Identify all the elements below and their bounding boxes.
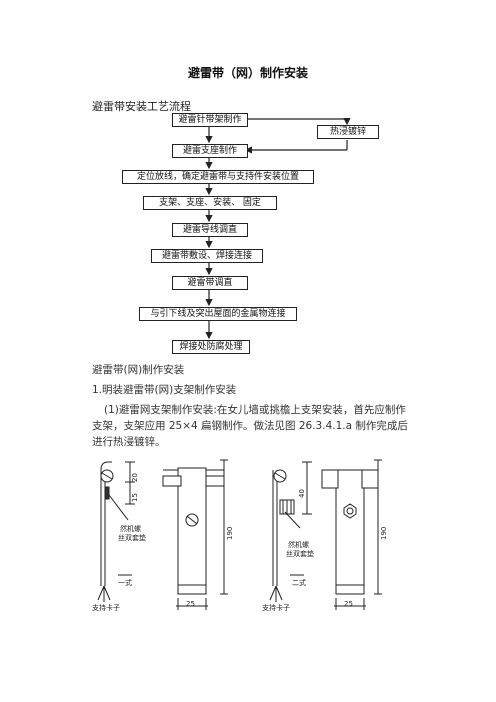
right-bolt-label-2: 丝双套垫 [286, 550, 314, 558]
right-dim-width: 25 [344, 600, 353, 608]
flow-step-4: 支架、支座、安装、 固定 [143, 196, 277, 210]
flow-step-7: 避雷带调直 [172, 276, 248, 290]
flow-step-8: 与引下线及突出屋面的金属物连接 [139, 307, 297, 321]
left-dim-height: 190 [226, 526, 234, 540]
flow-step-3: 定位放线，确定避雷带与支持件安装位置 [122, 170, 314, 184]
right-bolt-label-1: 然机螺 [288, 541, 309, 549]
left-bolt-label-1: 然机螺 [120, 525, 141, 533]
right-dim-top: 40 [298, 489, 306, 498]
flow-step-side: 热浸镀锌 [317, 125, 379, 139]
left-bolt-label-2: 丝双套垫 [118, 534, 146, 542]
body-paragraph: (1)避雷网支架制作安装:在女儿墙或挑檐上支架安装，首先应制作支架，支架应用 2… [92, 404, 408, 448]
right-type-label: 二式 [292, 579, 306, 587]
subheading-1: 避雷带(网)制作安装 [92, 364, 185, 376]
left-dim-width: 25 [186, 600, 195, 608]
right-dim-height: 190 [380, 526, 388, 540]
flow-step-2: 避雷支座制作 [172, 144, 248, 158]
left-dim-mid: 15 [131, 493, 139, 502]
subheading-2: 1.明装避雷带(网)支架制作安装 [92, 384, 237, 396]
page-title: 避雷带（网）制作安装 [187, 66, 308, 80]
section-heading: 避雷带安装工艺流程 [92, 100, 191, 113]
left-dim-top: 20 [131, 473, 139, 482]
flow-step-6: 避雷带敷设、焊接连接 [151, 249, 263, 263]
left-type-label: 一式 [118, 579, 132, 587]
flow-step-1: 避雷针带架制作 [172, 113, 248, 127]
flow-step-5: 避雷导线调直 [172, 223, 248, 237]
left-caption: 支持卡子 [92, 604, 120, 612]
flow-step-9: 焊接处防腐处理 [172, 340, 250, 354]
right-caption: 支持卡子 [262, 604, 290, 612]
